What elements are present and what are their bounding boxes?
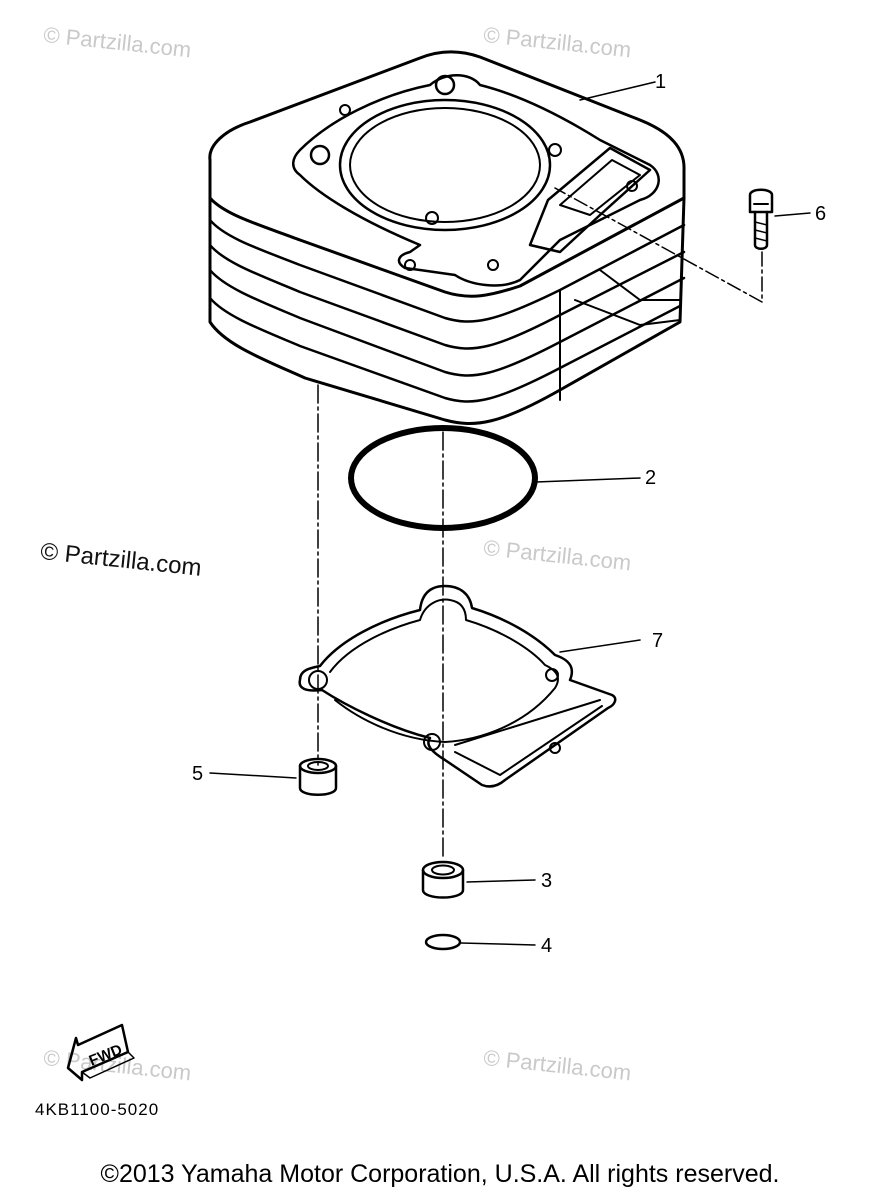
callout-6: 6 bbox=[815, 203, 826, 225]
fwd-arrow-icon bbox=[66, 1023, 135, 1082]
part-code: 4KB1100-5020 bbox=[35, 1100, 160, 1119]
dowel-pin-part-5 bbox=[209, 757, 338, 796]
o-ring-part-2 bbox=[348, 425, 641, 531]
callout-3: 3 bbox=[541, 870, 552, 892]
callout-5: 5 bbox=[192, 763, 203, 785]
callout-7: 7 bbox=[652, 630, 663, 652]
base-gasket-part-7 bbox=[298, 584, 641, 788]
callout-2: 2 bbox=[645, 467, 656, 489]
callout-1: 1 bbox=[655, 71, 666, 93]
cylinder-part-1 bbox=[208, 50, 686, 425]
callout-4: 4 bbox=[541, 935, 552, 957]
dowel-pin-part-3 bbox=[421, 860, 536, 899]
bolt-part-6 bbox=[554, 187, 811, 303]
o-ring-part-4 bbox=[424, 933, 536, 951]
copyright-notice: ©2013 Yamaha Motor Corporation, U.S.A. A… bbox=[100, 1160, 780, 1188]
